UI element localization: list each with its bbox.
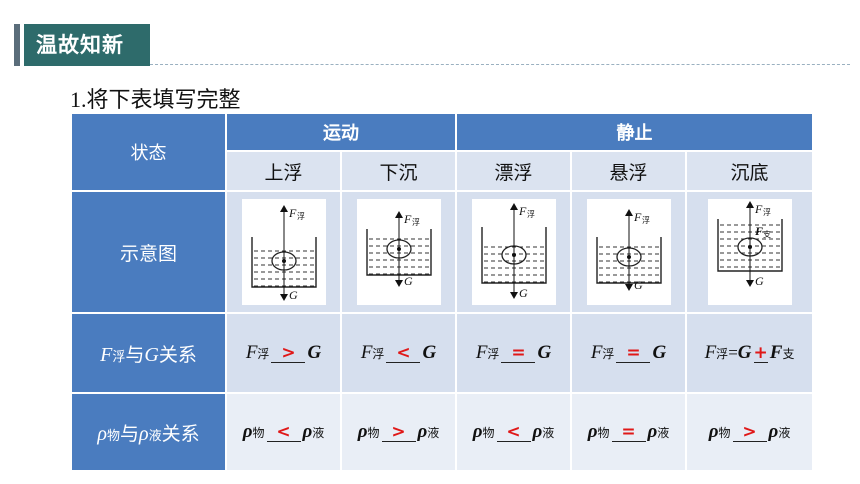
answer-blank[interactable]: > [732,423,767,442]
gravity-label: G [519,286,528,300]
buoyancy-arrow [509,203,518,210]
answer-blank[interactable]: < [496,423,531,442]
gravity-arrow [745,280,754,287]
state-suspended: 悬浮 [570,150,687,192]
buoyancy-subscript: 浮 [642,215,650,225]
buoyancy-label: F [633,210,642,224]
answer-blank[interactable]: = [616,344,651,363]
buoyancy-subscript: 浮 [297,211,305,221]
gravity-arrow [509,292,518,299]
answer-blank[interactable]: = [611,423,646,442]
group-motion-header: 运动 [225,112,457,152]
force-sinking: F浮<G [340,312,457,394]
buoyancy-subscript: 浮 [412,217,420,227]
buoyancy-label: F [754,202,763,216]
group-static-header: 静止 [454,112,815,152]
header-accent-bar [14,24,20,66]
force-rising: F浮>G [225,312,342,394]
answer-blank[interactable]: + [753,343,768,363]
buoyancy-label: F [518,204,527,218]
answer-blank[interactable]: < [266,423,301,442]
density-row-label: ρ物与ρ液关系 [70,392,227,472]
density-bottom: ρ物>ρ液 [684,392,815,472]
buoyancy-subscript: 浮 [763,207,771,217]
support-subscript: 支 [763,229,771,239]
force-suspended: F浮=G [570,312,687,394]
answer-blank[interactable]: > [381,423,416,442]
force-bottom: F浮=G+F支 [684,312,815,394]
header-divider [150,64,850,65]
answer-blank[interactable]: < [386,344,421,363]
buoyancy-subscript: 浮 [527,209,535,219]
state-header: 状态 [70,112,227,192]
buoyancy-arrow [394,211,403,218]
question-title: 1.将下表填写完整 [70,82,241,114]
gravity-label: G [404,274,413,288]
gravity-label: G [634,278,643,292]
force-floating: F浮=G [455,312,572,394]
density-suspended: ρ物=ρ液 [570,392,687,472]
buoyancy-arrow [279,205,288,212]
buoyancy-label: F [288,206,297,220]
question-number: 1. [70,87,87,112]
buoyancy-arrow [624,209,633,216]
gravity-arrow [279,294,288,301]
density-rising: ρ物<ρ液 [225,392,342,472]
density-floating: ρ物<ρ液 [455,392,572,472]
diagram-row-label: 示意图 [70,190,227,314]
gravity-label: G [289,288,298,302]
answer-blank[interactable]: > [271,344,306,363]
density-sinking: ρ物>ρ液 [340,392,457,472]
gravity-arrow [394,280,403,287]
gravity-arrow [624,284,633,291]
state-rising: 上浮 [225,150,342,192]
force-row-label: F浮与G关系 [70,312,227,394]
gravity-label: G [755,274,764,288]
answer-blank[interactable]: = [501,344,536,363]
state-floating: 漂浮 [455,150,572,192]
section-title: 温故知新 [24,24,150,66]
question-text: 将下表填写完整 [86,88,241,113]
buoyancy-label: F [403,212,412,226]
buoyancy-arrow [745,201,754,208]
state-bottom: 沉底 [684,150,815,192]
state-sinking: 下沉 [340,150,457,192]
support-label: F [754,224,763,238]
